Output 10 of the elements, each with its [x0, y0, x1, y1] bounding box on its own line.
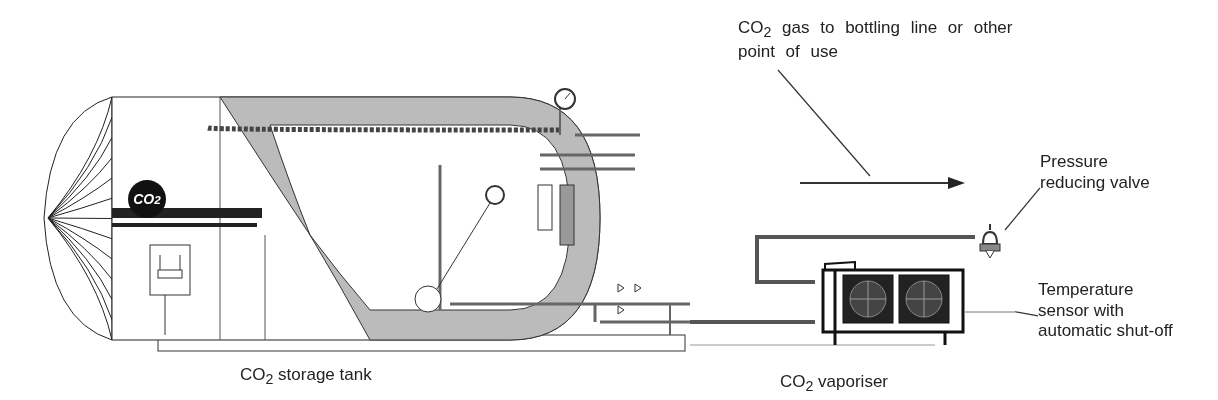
- pipe: [690, 320, 815, 325]
- callout-label: Pressure reducing valve: [1040, 152, 1151, 194]
- leader-line: [1014, 311, 1039, 317]
- callout-label: Temperature sensor with automatic shut-off: [1038, 280, 1174, 343]
- leader-line: [777, 69, 871, 177]
- equipment-caption: CO$_{2}$ storage tank: [240, 365, 372, 388]
- pipe: [755, 235, 975, 284]
- flow-label: CO$_{2}$ gas to bottling line or other point of use: [738, 18, 1014, 63]
- leader-line: [1004, 187, 1041, 231]
- equipment-caption: CO$_{2}$ vaporiser: [780, 372, 888, 395]
